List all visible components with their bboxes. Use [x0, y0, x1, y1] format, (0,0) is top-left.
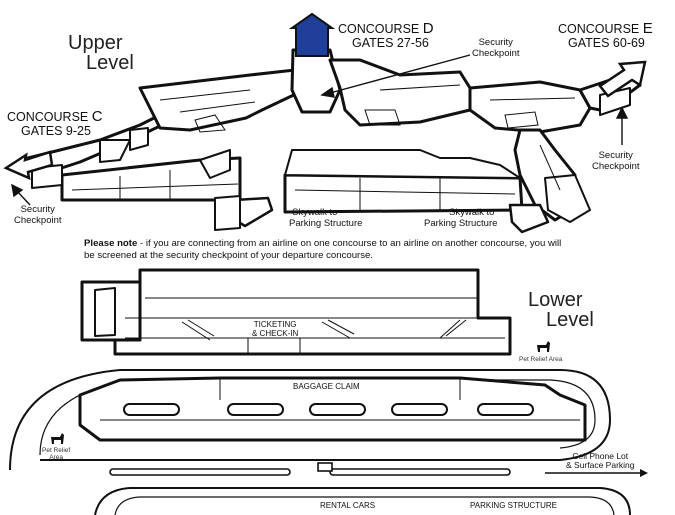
ticketing-label: TICKETING& CHECK-IN — [252, 320, 299, 338]
lower-level-title: Lower Level — [528, 289, 594, 331]
concourse-e-label: CONCOURSE E GATES 60-69 — [558, 20, 653, 50]
concourse-d-label: CONCOURSE D GATES 27-56 — [338, 20, 434, 50]
concourse-c-hall — [138, 68, 302, 132]
rental-cars-label: RENTAL CARS — [320, 501, 376, 510]
ticketing-building — [113, 268, 512, 356]
upper-level-title: Upper Level — [68, 32, 134, 74]
carousel-3 — [309, 403, 366, 416]
carousel-1 — [123, 403, 180, 416]
concourse-c-gate-building — [60, 156, 242, 202]
concourse-c-label: CONCOURSE C GATES 9-25 — [7, 108, 103, 138]
cell-phone-lot-label: Cell Phone Lot& Surface Parking — [566, 451, 635, 470]
parking-structure-label: PARKING STRUCTURE — [470, 501, 557, 510]
concourse-d-marker-icon — [288, 12, 336, 57]
concourse-c-arrow-icon — [3, 150, 54, 181]
baggage-claim-label: BAGGAGE CLAIM — [293, 382, 360, 391]
carousel-2 — [227, 403, 284, 416]
pet-relief-label-right: Pet Relief Area — [519, 356, 563, 363]
carousel-5 — [477, 403, 534, 416]
pet-relief-icon — [537, 341, 550, 352]
concourse-e-arrow-icon — [598, 60, 647, 98]
pet-relief-icon — [51, 433, 64, 444]
connection-note: Please note - if you are connecting from… — [84, 238, 562, 261]
arrival-roadway — [9, 369, 612, 471]
carousel-4 — [391, 403, 448, 416]
skywalk-right — [508, 203, 550, 234]
